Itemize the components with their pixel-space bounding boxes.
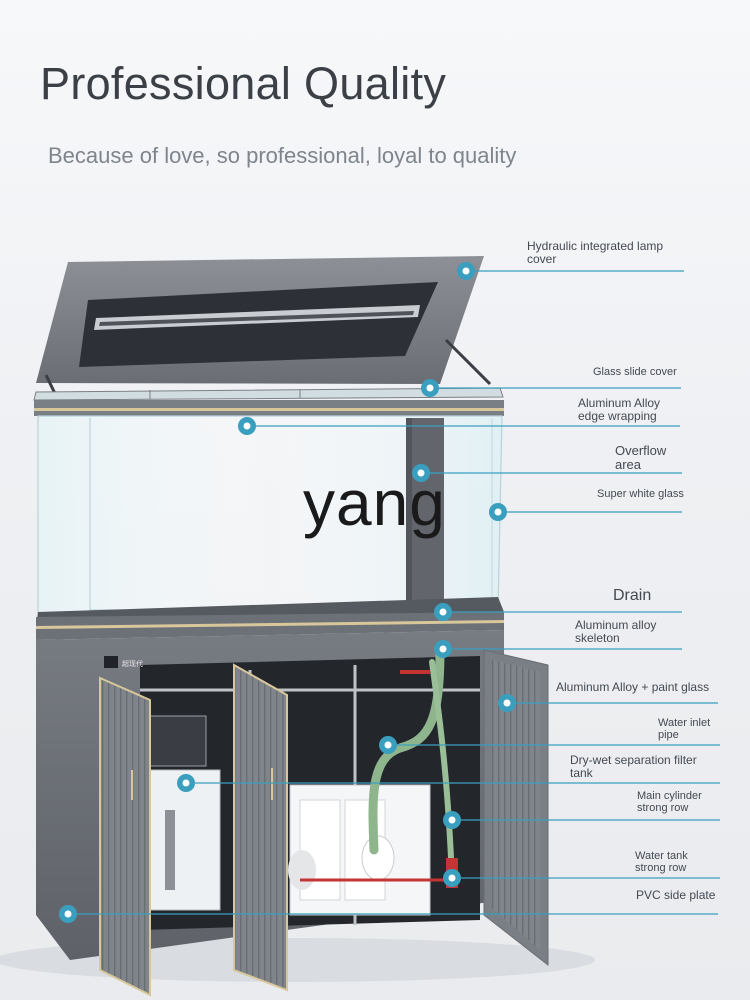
lamp-cover bbox=[36, 256, 492, 409]
callout-glass-slide-cover: Glass slide cover bbox=[593, 366, 677, 378]
marker-dot-icon bbox=[59, 905, 77, 923]
marker-dot-icon bbox=[443, 811, 461, 829]
cabinet-door-right bbox=[483, 649, 549, 967]
marker-dot-icon bbox=[457, 262, 475, 280]
callout-pvc-side-plate: PVC side plate bbox=[636, 888, 716, 902]
tank-base bbox=[36, 597, 504, 640]
marker-dot-icon bbox=[443, 869, 461, 887]
hydraulic-strut-right bbox=[444, 338, 492, 386]
brand-logo-icon bbox=[104, 656, 118, 668]
sump-box bbox=[288, 784, 431, 916]
marker-dot-icon bbox=[412, 464, 430, 482]
marker-dot-icon bbox=[421, 379, 439, 397]
page-title: Professional Quality bbox=[40, 58, 447, 109]
leader-lines bbox=[68, 270, 720, 915]
page-subtitle: Because of love, so professional, loyal … bbox=[48, 143, 517, 168]
glass-slide-cover bbox=[33, 387, 504, 401]
marker-dot-icon bbox=[238, 417, 256, 435]
top-edge-wrapping bbox=[34, 400, 504, 416]
callout-super-white-glass: Super white glass bbox=[597, 488, 684, 500]
callout-markers bbox=[59, 262, 516, 923]
callout-drain: Drain bbox=[613, 587, 652, 604]
cabinet-door-middle bbox=[233, 663, 288, 992]
marker-dot-icon bbox=[434, 640, 452, 658]
brand-badge-text: 超现代 bbox=[122, 659, 143, 668]
marker-dot-icon bbox=[177, 774, 195, 792]
marker-dot-icon bbox=[434, 603, 452, 621]
callout-alloy-paint-glass: Aluminum Alloy + paint glass bbox=[556, 680, 710, 694]
cabinet-door-left bbox=[99, 676, 151, 997]
marker-dot-icon bbox=[489, 503, 507, 521]
marker-dot-icon bbox=[498, 694, 516, 712]
watermark-text: yang bbox=[303, 467, 446, 539]
marker-dot-icon bbox=[379, 736, 397, 754]
dry-wet-filter-tank bbox=[149, 715, 221, 911]
overflow-column bbox=[406, 418, 444, 613]
